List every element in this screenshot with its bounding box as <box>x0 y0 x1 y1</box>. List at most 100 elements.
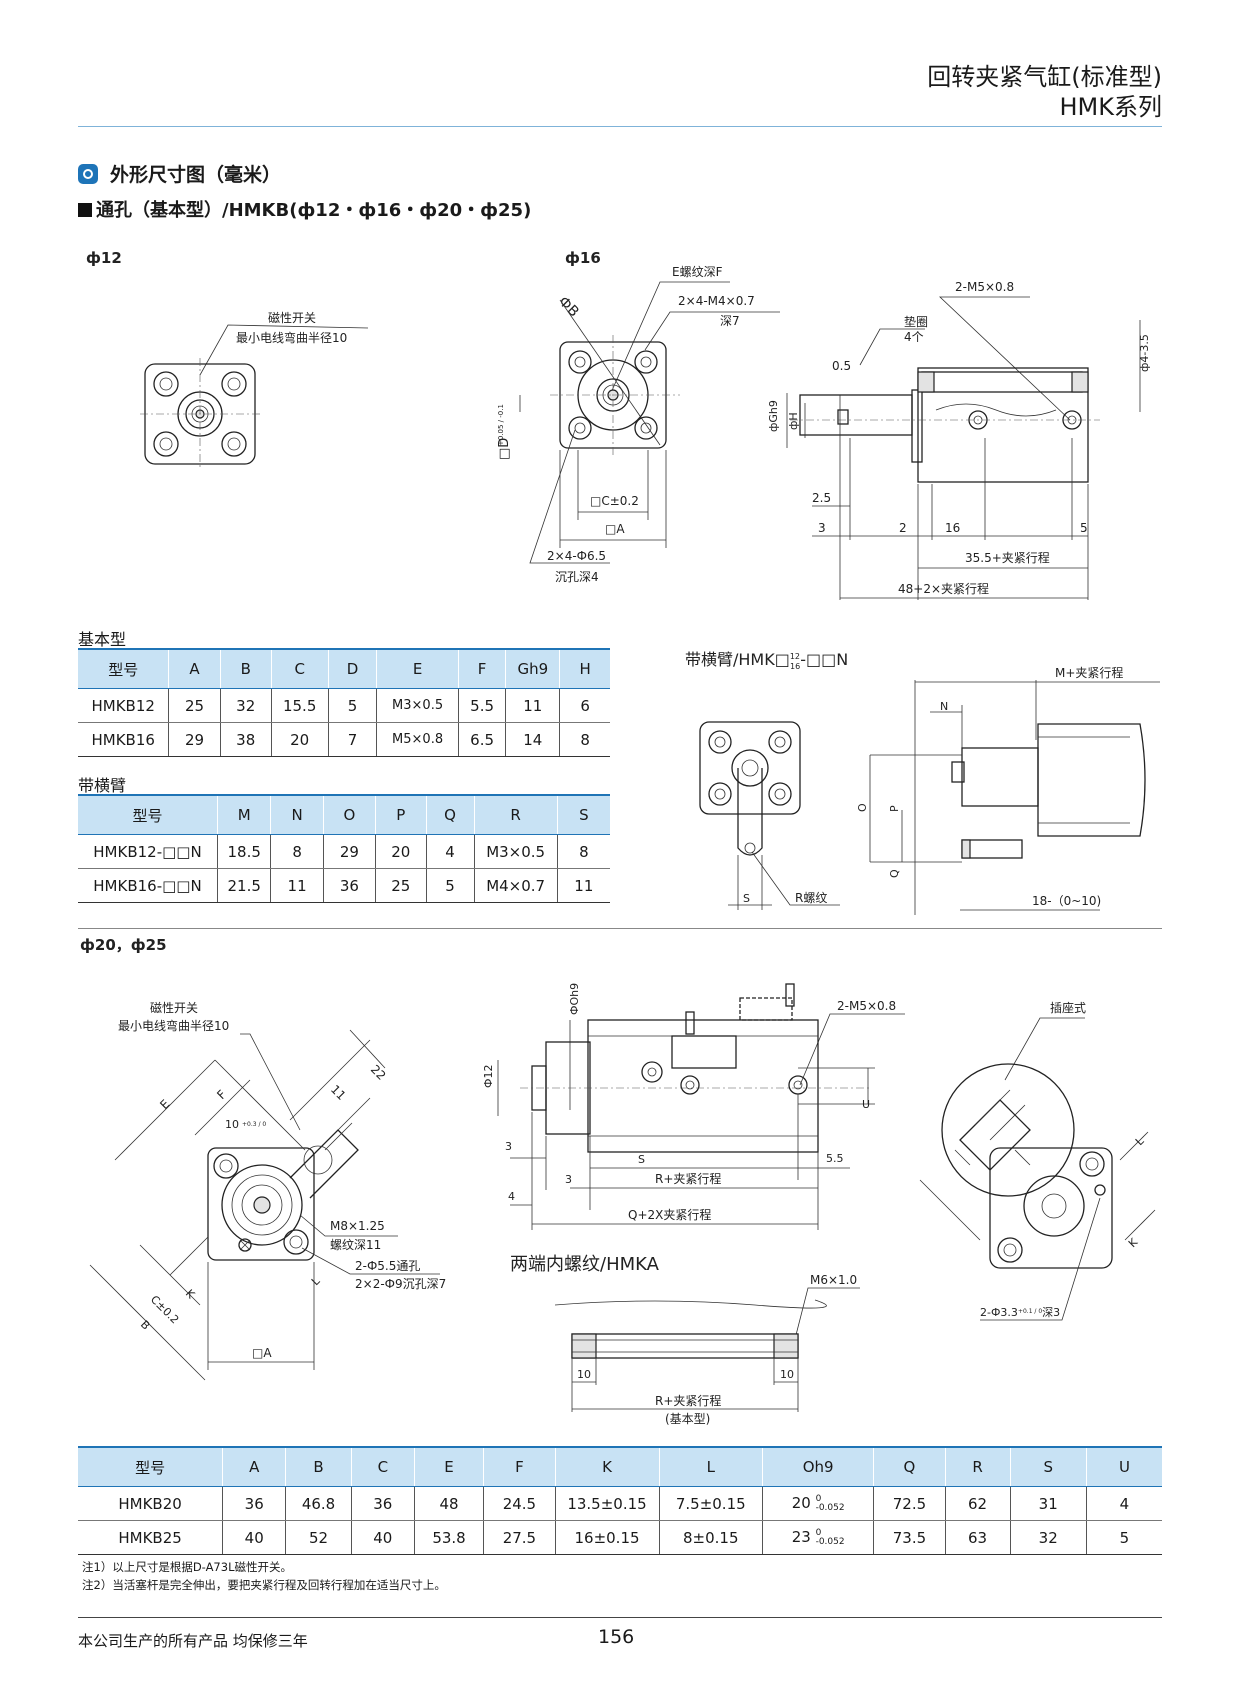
cell: 16±0.15 <box>554 1520 659 1555</box>
cell: HMKB16 <box>78 722 169 757</box>
cell: 32 <box>1009 1520 1087 1555</box>
hole33-label: 2-Ф3.3+0.1 / 0深3 <box>980 1306 1060 1319</box>
d3-label-20: 3 <box>505 1140 512 1153</box>
n-label: N <box>940 700 948 713</box>
cell: M3×0.5 <box>473 834 558 869</box>
section-title: 外形尺寸图（毫米） <box>78 160 281 187</box>
o-label: O <box>856 803 869 812</box>
th-n: N <box>270 794 324 835</box>
cell: 24.5 <box>483 1486 556 1521</box>
s-label-20: S <box>638 1153 645 1166</box>
cell: 7 <box>327 722 377 757</box>
phi-b-label: ФB <box>555 294 582 321</box>
leader-12 <box>199 324 369 376</box>
cell: 73.5 <box>873 1520 946 1555</box>
mid-divider <box>78 928 1162 929</box>
cell: 25 <box>375 868 427 903</box>
th-e: E <box>376 648 459 689</box>
th-m: M <box>216 794 271 835</box>
note-1: 注1）以上尺寸是根据D-A73L磁性开关。 <box>82 1560 292 1574</box>
cell: 7.5±0.15 <box>658 1486 763 1521</box>
tol-upper: 0 <box>815 1527 822 1538</box>
d4-label-20: 4 <box>508 1190 515 1203</box>
cell: HMKB12-□□N <box>78 834 218 869</box>
cell: HMKB16-□□N <box>78 868 218 903</box>
mag-switch-label-12: 磁性开关 <box>268 310 316 325</box>
c-tol-label-20: C±0.2 <box>148 1293 182 1327</box>
page-number: 156 <box>598 1626 635 1648</box>
b-label-20: B <box>138 1318 153 1333</box>
cell: 27.5 <box>483 1520 556 1555</box>
cell: 8 <box>556 834 610 869</box>
bolt-hole-12d <box>221 431 247 457</box>
cell: 53.8 <box>413 1520 484 1555</box>
th-u: U <box>1085 1446 1162 1487</box>
oh9-value: 23 <box>791 1528 811 1547</box>
h-label: фH <box>787 412 800 430</box>
p-label: P <box>888 805 901 812</box>
header-divider <box>78 126 1162 127</box>
d25-label: 2.5 <box>812 491 831 505</box>
socket-label: 插座式 <box>1050 1000 1086 1015</box>
hole65-label: 2×4-Ф6.5 <box>547 549 606 563</box>
a-sq-label-20: □A <box>252 1346 272 1360</box>
cell: M5×0.8 <box>376 722 459 757</box>
header-title-line2: HMK系列 <box>1059 93 1163 121</box>
cell: 8 <box>559 722 610 757</box>
table-basic-caption: 基本型 <box>78 630 127 649</box>
th-model: 型号 <box>78 648 169 689</box>
arm-clamp <box>961 839 1023 859</box>
d22-label: 22 <box>368 1062 389 1083</box>
label-phi12: ф12 <box>86 249 122 267</box>
body-20-side <box>587 1019 819 1153</box>
th-k: K <box>554 1446 659 1487</box>
cell: M3×0.5 <box>376 688 459 723</box>
depth11-label: 螺纹深11 <box>330 1238 381 1252</box>
flange-20 <box>207 1147 315 1261</box>
q-label: Q <box>888 869 901 878</box>
r-stroke-basic-label: R+夹紧行程 <box>655 1393 721 1408</box>
th-oh9: Oh9 <box>762 1446 874 1487</box>
stroke18-label: 18-（0~10) <box>1032 894 1101 908</box>
d5-label: 5 <box>1080 521 1088 535</box>
cell: 29 <box>322 834 376 869</box>
th-c: C <box>350 1446 415 1487</box>
d16-label: 16 <box>945 521 960 535</box>
footer-warranty: 本公司生产的所有产品 均保修三年 <box>78 1632 308 1650</box>
e-label: E <box>157 1097 172 1112</box>
hole55-label: 2-Ф5.5通孔 <box>355 1259 420 1273</box>
cell: 62 <box>944 1486 1011 1521</box>
arm-flange <box>699 721 801 815</box>
rod-20 <box>545 1041 591 1135</box>
hmka-body <box>571 1333 799 1359</box>
r-thread-label: R螺纹 <box>795 891 827 905</box>
depth7-label: 深7 <box>720 314 740 328</box>
arm-rod <box>961 747 1039 807</box>
table-arm-caption: 带横臂 <box>78 776 127 795</box>
q-stroke-label: Q+2X夹紧行程 <box>628 1207 711 1222</box>
oh9-tolerance: 0-0.052 <box>816 1494 845 1513</box>
th-model: 型号 <box>78 794 218 835</box>
th-b: B <box>285 1446 352 1487</box>
tol-lower: -0.052 <box>815 1536 845 1547</box>
cell: 20 <box>270 722 329 757</box>
cell: 4 <box>1085 1486 1162 1521</box>
stroke355-label: 35.5+夹紧行程 <box>965 550 1050 565</box>
counter4-label: 沉孔深4 <box>555 570 599 584</box>
cell: 72.5 <box>873 1486 946 1521</box>
s-label: S <box>743 892 750 905</box>
cell: HMKB12 <box>78 688 169 723</box>
cell: 48 <box>413 1486 484 1521</box>
section-subtitle: 通孔（基本型）/HMKB(ф12・ф16・ф20・ф25) <box>78 196 531 222</box>
th-model: 型号 <box>78 1446 223 1487</box>
hmka-title: 两端内螺纹/HMKA <box>510 1254 660 1275</box>
th-r: R <box>944 1446 1011 1487</box>
oh9-label: ФOh9 <box>568 983 581 1015</box>
cell: 11 <box>556 868 610 903</box>
m8-label: M8×1.25 <box>330 1219 385 1233</box>
table-header-row: 型号 A B C D E F Gh9 H <box>78 648 610 689</box>
